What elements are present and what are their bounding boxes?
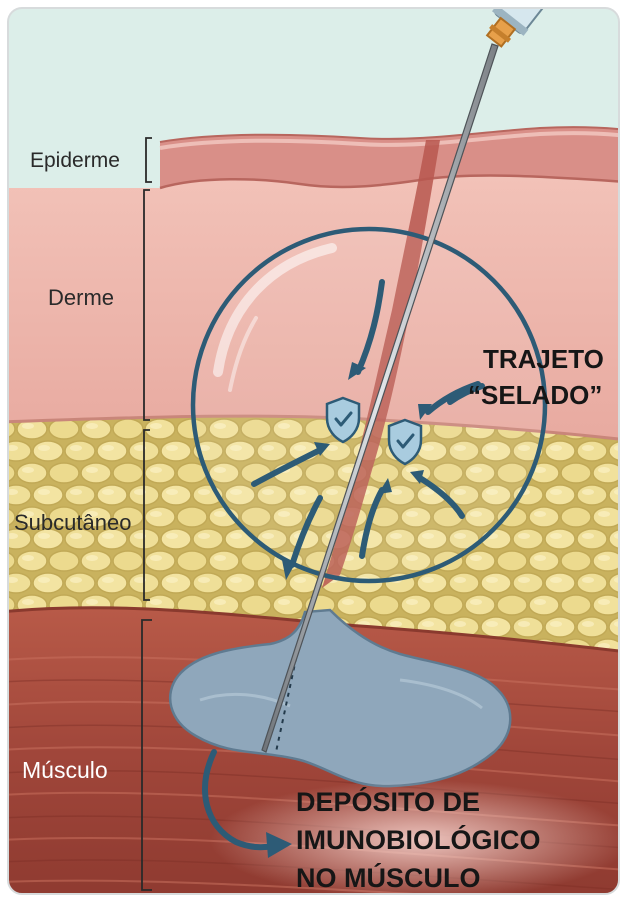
deposit-line1: DEPÓSITO DE xyxy=(296,786,480,817)
deposit-line3: NO MÚSCULO xyxy=(296,862,481,893)
label-subcutaneo: Subcutâneo xyxy=(14,510,131,535)
label-musculo: Músculo xyxy=(22,757,108,783)
label-epiderme: Epiderme xyxy=(30,149,120,172)
callout-line1: TRAJETO xyxy=(483,344,604,374)
deposit-line2: IMUNOBIOLÓGICO xyxy=(296,824,541,855)
callout-line2: “SELADO” xyxy=(468,380,602,410)
label-derme: Derme xyxy=(48,285,114,310)
